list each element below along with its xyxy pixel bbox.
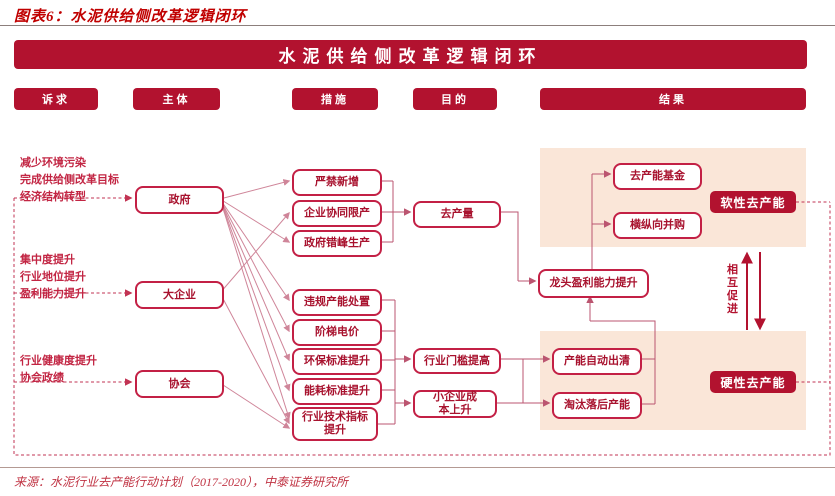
measure-box-joint-limit: 企业协同限产 [292, 200, 382, 227]
demand-line: 减少环境污染 [20, 157, 86, 169]
result-box-auto-clearing: 产能自动出清 [552, 348, 642, 375]
demand-line: 行业健康度提升 [20, 355, 97, 367]
result-box-ma: 横纵向并购 [613, 212, 702, 239]
purpose-box-raise-threshold: 行业门槛提高 [413, 348, 501, 374]
measure-box-tech-standard: 行业技术指标提升 [292, 407, 378, 441]
measure-box-tiered-electricity: 阶梯电价 [292, 319, 382, 346]
label-soft-decapacity: 软性去产能 [710, 191, 796, 213]
demand-line: 协会政绩 [20, 372, 64, 384]
demand-line: 盈利能力提升 [20, 288, 86, 300]
result-box-leader-profitability: 龙头盈利能力提升 [538, 269, 649, 298]
label-hard-decapacity: 硬性去产能 [710, 371, 796, 393]
purpose-box-small-firm-cost: 小企业成本上升 [413, 390, 497, 418]
subject-box-enterprise: 大企业 [135, 281, 224, 309]
subject-box-association: 协会 [135, 370, 224, 398]
measure-purpose-connectors [378, 180, 412, 425]
demand-line: 经济结构转型 [20, 191, 86, 203]
column-header-result: 结果 [540, 88, 806, 110]
title-divider [0, 25, 835, 26]
label-mutual-promotion: 相互促进 [727, 264, 738, 315]
demand-line: 行业地位提升 [20, 271, 86, 283]
subject-box-government: 政府 [135, 186, 224, 214]
column-header-demand: 诉求 [14, 88, 98, 110]
measure-box-environmental-standard: 环保标准提升 [292, 348, 382, 375]
result-box-eliminate-backward: 淘汰落后产能 [552, 392, 642, 419]
demand-line: 集中度提升 [20, 254, 75, 266]
demand-line: 完成供给侧改革目标 [20, 174, 119, 186]
measure-box-illegal-disposal: 违规产能处置 [292, 289, 382, 316]
figure-title: 图表6：水泥供给侧改革逻辑闭环 [14, 9, 247, 25]
measure-box-peak-shifting: 政府错峰生产 [292, 230, 382, 257]
demand-block-government: 减少环境污染 完成供给侧改革目标 经济结构转型 [20, 155, 119, 206]
measure-box-energy-standard: 能耗标准提升 [292, 378, 382, 405]
measure-box-no-new-capacity: 严禁新增 [292, 169, 382, 196]
footer-divider [0, 467, 835, 468]
subject-measure-fan [219, 179, 291, 429]
mutual-promotion-arrows [741, 251, 766, 331]
column-header-purpose: 目的 [413, 88, 497, 110]
source-note: 来源：水泥行业去产能行动计划（2017-2020），中泰证券研究所 [14, 475, 348, 489]
purpose-box-cut-output: 去产量 [413, 201, 501, 228]
result-box-decapacity-fund: 去产能基金 [613, 163, 702, 190]
column-header-measure: 措施 [292, 88, 378, 110]
diagram-banner: 水泥供给侧改革逻辑闭环 [14, 40, 807, 69]
demand-block-association: 行业健康度提升 协会政绩 [20, 353, 97, 387]
demand-block-enterprise: 集中度提升 行业地位提升 盈利能力提升 [20, 252, 86, 303]
column-header-subject: 主体 [133, 88, 220, 110]
